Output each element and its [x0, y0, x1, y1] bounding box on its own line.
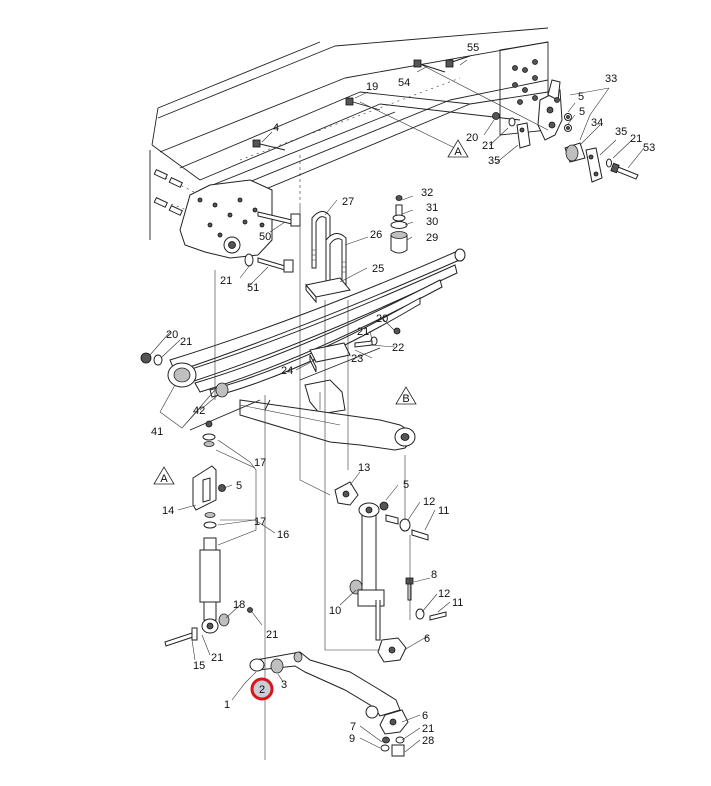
part-label[interactable]: 11: [452, 597, 463, 609]
part-label[interactable]: 21: [266, 629, 278, 641]
part-label[interactable]: 12: [438, 588, 450, 600]
part-label[interactable]: 22: [392, 342, 404, 354]
part-label[interactable]: 11: [438, 505, 449, 517]
highlighted-part-number[interactable]: 2: [259, 684, 265, 696]
part-label[interactable]: 31: [426, 202, 438, 214]
shock-absorber: [164, 420, 253, 647]
rear-shackle-assembly: [252, 55, 639, 183]
part-label[interactable]: 16: [277, 529, 289, 541]
part-label[interactable]: 26: [370, 229, 382, 241]
part-label[interactable]: 21: [211, 652, 223, 664]
highlight-ring[interactable]: [250, 677, 274, 701]
part-label[interactable]: 5: [579, 106, 585, 118]
reference-marker-b: B: [395, 386, 417, 405]
part-label[interactable]: 15: [193, 660, 205, 672]
part-label[interactable]: 9: [349, 733, 355, 745]
part-number-labels: 55 54 19 4 33 5 5 34 35 21 53 20 21 35 5…: [151, 42, 655, 747]
part-label[interactable]: 24: [281, 365, 293, 377]
part-label[interactable]: 8: [431, 569, 437, 581]
axle: [189, 347, 416, 451]
part-label[interactable]: 6: [422, 710, 428, 722]
part-label[interactable]: 55: [467, 42, 479, 54]
reference-label-a: A: [454, 146, 462, 158]
part-label[interactable]: 21: [357, 326, 369, 338]
u-bolts: [311, 195, 408, 286]
reference-marker-a-left: A: [153, 466, 175, 485]
leaf-spring: [140, 248, 466, 415]
part-label[interactable]: 5: [403, 479, 409, 491]
part-label[interactable]: 20: [466, 132, 478, 144]
part-label[interactable]: 4: [273, 122, 279, 134]
highlighted-part-marker[interactable]: 2: [250, 677, 274, 701]
part-label[interactable]: 17: [254, 457, 266, 469]
part-label[interactable]: 1: [224, 699, 230, 711]
part-label[interactable]: 21: [422, 723, 434, 735]
part-label[interactable]: 18: [233, 599, 245, 611]
part-label[interactable]: 51: [247, 282, 259, 294]
part-label[interactable]: 21: [630, 133, 642, 145]
stabilizer-bar: [249, 651, 409, 757]
reference-label-b: B: [402, 393, 409, 405]
part-label[interactable]: 33: [605, 73, 617, 85]
part-label[interactable]: 35: [615, 126, 627, 138]
part-label[interactable]: 34: [591, 117, 603, 129]
part-label[interactable]: 20: [166, 329, 178, 341]
part-label[interactable]: 25: [372, 263, 384, 275]
part-label[interactable]: 3: [281, 679, 287, 691]
part-label[interactable]: 21: [220, 275, 232, 287]
part-label[interactable]: 32: [421, 187, 433, 199]
part-label[interactable]: 29: [426, 232, 438, 244]
part-label[interactable]: 17: [254, 516, 266, 528]
part-label[interactable]: 10: [329, 605, 341, 617]
part-label[interactable]: 12: [423, 496, 435, 508]
part-label[interactable]: 5: [578, 91, 584, 103]
leader-lines: [149, 59, 645, 760]
part-label[interactable]: 53: [643, 142, 655, 154]
part-label[interactable]: 5: [236, 480, 242, 492]
stabilizer-link: [334, 481, 447, 663]
part-label[interactable]: 42: [193, 405, 205, 417]
part-label[interactable]: 21: [482, 140, 494, 152]
reference-label-a: A: [160, 473, 168, 485]
reference-marker-a-top: A: [447, 139, 469, 158]
part-label[interactable]: 41: [151, 426, 163, 438]
part-label[interactable]: 6: [424, 633, 430, 645]
part-label[interactable]: 35: [488, 155, 500, 167]
part-label[interactable]: 13: [358, 462, 370, 474]
part-label[interactable]: 21: [180, 336, 192, 348]
part-label[interactable]: 20: [376, 313, 388, 325]
chassis-frame: [149, 27, 549, 259]
part-label[interactable]: 54: [398, 77, 410, 89]
part-label[interactable]: 23: [351, 353, 363, 365]
part-label[interactable]: 14: [162, 505, 174, 517]
part-label[interactable]: 19: [366, 81, 378, 93]
part-label[interactable]: 27: [342, 196, 354, 208]
part-label[interactable]: 50: [259, 231, 271, 243]
part-label[interactable]: 7: [350, 721, 356, 733]
part-label[interactable]: 30: [426, 216, 438, 228]
spring-eye-bolts: [244, 211, 301, 273]
part-label[interactable]: 28: [422, 735, 434, 747]
